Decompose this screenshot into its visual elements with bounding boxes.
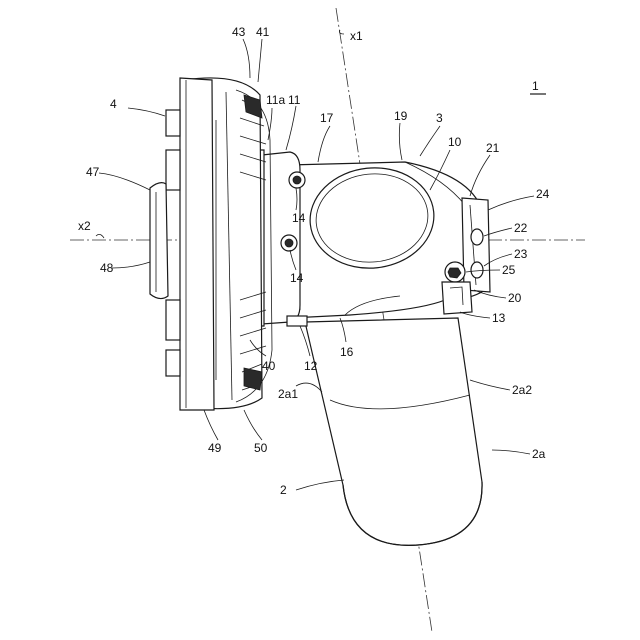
label-12: 12 — [304, 359, 318, 373]
label-22: 22 — [514, 221, 528, 235]
label-20: 20 — [508, 291, 522, 305]
label-40: 40 — [262, 359, 276, 373]
label-14-upper: 14 — [292, 211, 306, 225]
label-19: 19 — [394, 109, 408, 123]
clamp-body-3 — [288, 162, 490, 318]
label-21: 21 — [486, 141, 500, 155]
label-25: 25 — [502, 263, 516, 277]
label-4: 4 — [110, 97, 117, 111]
fan-unit-4 — [150, 78, 272, 410]
label-14-lower: 14 — [290, 271, 304, 285]
label-48: 48 — [100, 261, 114, 275]
label-11a: 11a — [266, 93, 285, 107]
label-43: 43 — [232, 25, 246, 39]
label-50: 50 — [254, 441, 268, 455]
label-3: 3 — [436, 111, 443, 125]
label-17: 17 — [320, 111, 334, 125]
label-10: 10 — [448, 135, 462, 149]
label-49: 49 — [208, 441, 222, 455]
label-23: 23 — [514, 247, 528, 261]
label-16: 16 — [340, 345, 354, 359]
label-2: 2 — [280, 483, 287, 497]
label-x2: x2 — [78, 219, 91, 233]
label-24: 24 — [536, 187, 550, 201]
ear-hole-lower — [471, 262, 483, 278]
tube-2 — [305, 318, 482, 545]
label-x1: x1 — [350, 29, 363, 43]
ear-hole-upper — [471, 229, 483, 245]
label-2a: 2a — [532, 447, 546, 461]
figure-number: 1 — [532, 79, 539, 93]
label-11: 11 — [288, 93, 301, 107]
label-2a2: 2a2 — [512, 383, 532, 397]
label-47: 47 — [86, 165, 100, 179]
label-2a1: 2a1 — [278, 387, 298, 401]
label-41: 41 — [256, 25, 270, 39]
label-13: 13 — [492, 311, 506, 325]
